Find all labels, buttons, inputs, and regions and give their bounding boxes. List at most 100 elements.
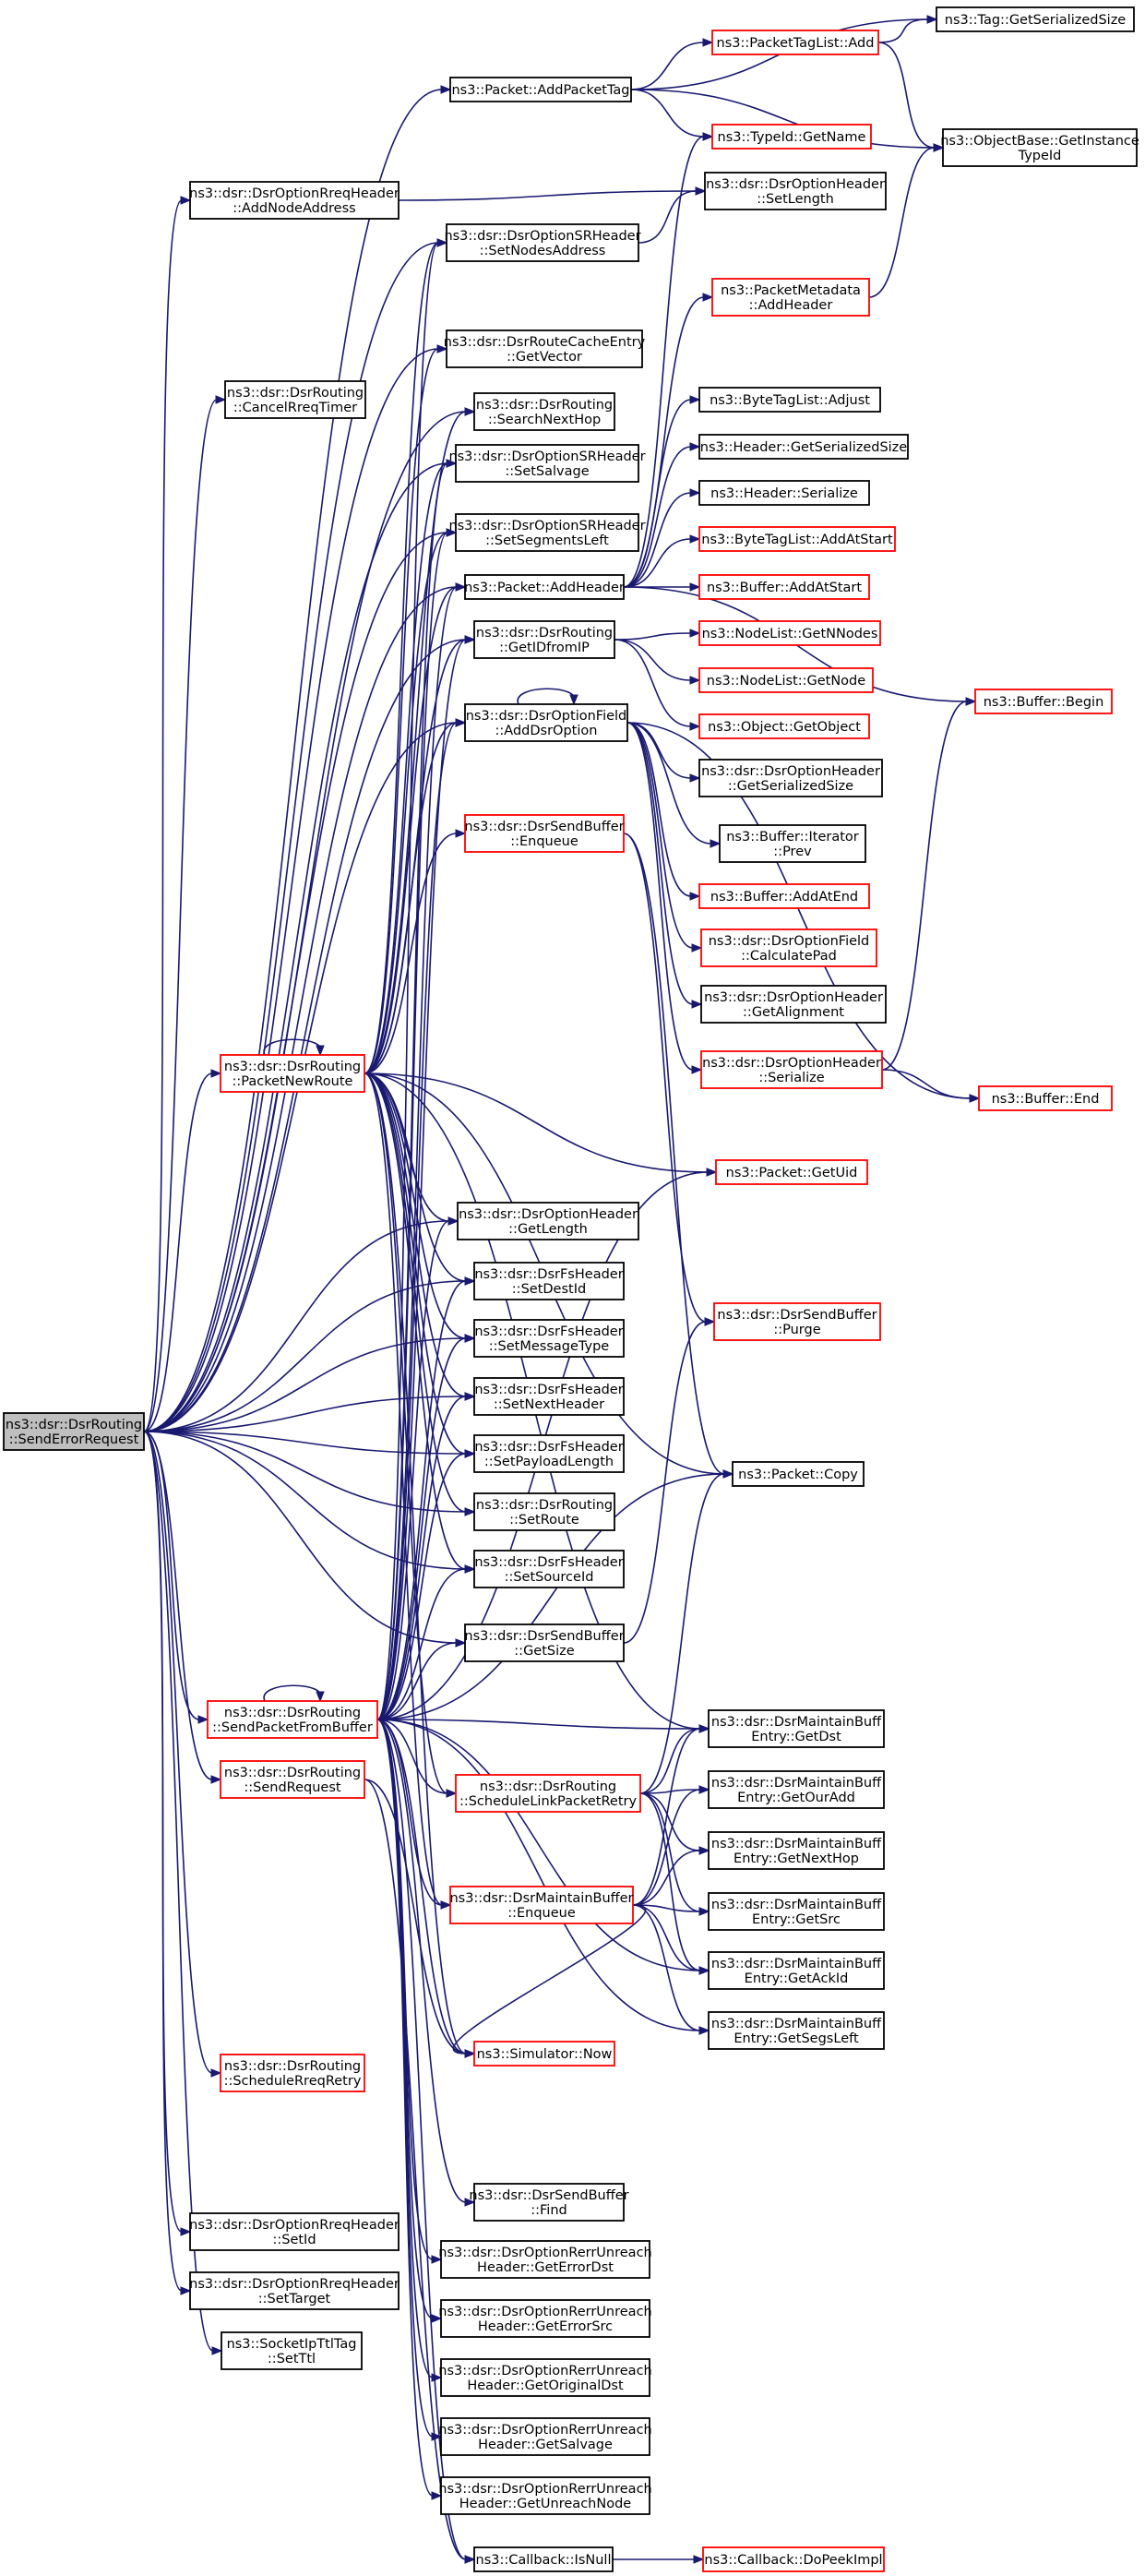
function-node-label: ns3::dsr::DsrMaintainBuff <box>711 1957 882 1971</box>
call-edge-sendPktFromBuf-to-srSetSegLeft <box>376 528 458 1720</box>
function-node-pmAddHeader[interactable]: ns3::PacketMetadata::AddHeader <box>711 278 870 317</box>
function-node-label: ns3::Buffer::AddAtEnd <box>710 890 858 905</box>
call-edge-line <box>630 42 705 90</box>
function-node-rerrErrSrc[interactable]: ns3::dsr::DsrOptionRerrUnreachHeader::Ge… <box>438 2299 652 2338</box>
function-node-fsSetDest[interactable]: ns3::dsr::DsrFsHeader::SetDestId <box>473 1262 625 1300</box>
function-node-label: ::SendErrorRequest <box>9 1432 139 1447</box>
function-node-tagGetSer[interactable]: ns3::Tag::GetSerializedSize <box>936 6 1135 32</box>
function-node-label: ::SetRoute <box>509 1513 579 1528</box>
function-node-mbGetSegs[interactable]: ns3::dsr::DsrMaintainBuffEntry::GetSegsL… <box>708 2011 885 2050</box>
function-node-fsSetSource[interactable]: ns3::dsr::DsrFsHeader::SetSourceId <box>473 1550 625 1588</box>
function-node-rerrSalvage[interactable]: ns3::dsr::DsrOptionRerrUnreachHeader::Ge… <box>438 2417 652 2456</box>
function-node-getIdFromIp[interactable]: ns3::dsr::DsrRouting::GetIDfromIP <box>473 620 615 659</box>
function-node-cancelRreq[interactable]: ns3::dsr::DsrRouting::CancelRreqTimer <box>224 380 366 419</box>
function-node-bufAddEnd[interactable]: ns3::Buffer::AddAtEnd <box>698 883 870 909</box>
function-node-sbGetSize[interactable]: ns3::dsr::DsrSendBuffer::GetSize <box>464 1623 625 1662</box>
function-node-box <box>708 1951 885 1990</box>
call-edge-arrowhead <box>436 238 448 247</box>
function-node-rreqSetTarget[interactable]: ns3::dsr::DsrOptionRreqHeader::SetTarget <box>189 2271 400 2310</box>
function-node-box <box>473 1550 625 1588</box>
function-node-sbEnqueue[interactable]: ns3::dsr::DsrSendBuffer::Enqueue <box>464 814 625 853</box>
function-node-bufAddStart[interactable]: ns3::Buffer::AddAtStart <box>698 574 870 600</box>
function-node-optGetLength[interactable]: ns3::dsr::DsrOptionHeader::GetLength <box>457 1202 639 1240</box>
function-node-bufItPrev[interactable]: ns3::Buffer::Iterator::Prev <box>719 824 866 863</box>
function-node-rerrErrDst[interactable]: ns3::dsr::DsrOptionRerrUnreachHeader::Ge… <box>438 2240 652 2279</box>
call-edge-line <box>364 1072 467 1570</box>
function-node-schedRreq[interactable]: ns3::dsr::DsrRouting::ScheduleRreqRetry <box>220 2054 365 2092</box>
function-node-hdrSerialize[interactable]: ns3::Header::Serialize <box>698 480 870 506</box>
function-node-sendPktFromBuf[interactable]: ns3::dsr::DsrRouting::SendPacketFromBuff… <box>207 1700 378 1739</box>
call-edge-arrowhead <box>431 2314 443 2323</box>
function-node-objGetObj[interactable]: ns3::Object::GetObject <box>698 713 870 739</box>
function-node-rreqAddNode[interactable]: ns3::dsr::DsrOptionRreqHeader::AddNodeAd… <box>189 181 400 220</box>
function-node-fsSetNext[interactable]: ns3::dsr::DsrFsHeader::SetNextHeader <box>473 1377 625 1416</box>
function-node-sbPurge[interactable]: ns3::dsr::DsrSendBuffer::Purge <box>713 1302 881 1341</box>
function-node-srSetSalvage[interactable]: ns3::dsr::DsrOptionSRHeader::SetSalvage <box>448 444 646 483</box>
function-node-label: ns3::dsr::DsrOptionHeader <box>459 1207 638 1222</box>
call-edge-line <box>364 348 439 1074</box>
function-node-addPacketTag[interactable]: ns3::Packet::AddPacketTag <box>449 77 632 102</box>
function-node-rceGetVector[interactable]: ns3::dsr::DsrRouteCacheEntry::GetVector <box>444 329 646 368</box>
function-node-box <box>455 513 639 552</box>
function-node-calcPad[interactable]: ns3::dsr::DsrOptionField::CalculatePad <box>700 929 877 967</box>
function-node-pktAddHeader[interactable]: ns3::Packet::AddHeader <box>464 574 625 600</box>
function-node-box <box>698 387 881 413</box>
call-edge-arrowhead <box>689 629 701 638</box>
call-edge-pmAddHeader-to-objBase <box>868 143 945 298</box>
function-node-mbGetNextHop[interactable]: ns3::dsr::DsrMaintainBuffEntry::GetNextH… <box>708 1831 885 1870</box>
function-node-typeIdName[interactable]: ns3::TypeId::GetName <box>711 124 872 150</box>
function-node-box <box>698 526 896 552</box>
function-node-optSetLength[interactable]: ns3::dsr::DsrOptionHeader::SetLength <box>704 172 887 210</box>
function-node-optGetSer[interactable]: ns3::dsr::DsrOptionHeader::GetSerialized… <box>698 759 883 797</box>
function-node-optSerialize[interactable]: ns3::dsr::DsrOptionHeader::Serialize <box>700 1050 883 1089</box>
call-edge-line <box>376 532 448 1720</box>
function-node-rerrOrigDst[interactable]: ns3::dsr::DsrOptionRerrUnreachHeader::Ge… <box>438 2358 652 2397</box>
function-node-nlGetNode[interactable]: ns3::NodeList::GetNode <box>698 667 874 693</box>
function-node-mbGetOurAdd[interactable]: ns3::dsr::DsrMaintainBuffEntry::GetOurAd… <box>708 1770 885 1809</box>
function-node-sbFind[interactable]: ns3::dsr::DsrSendBuffer::Find <box>469 2183 629 2222</box>
function-node-rreqSetId[interactable]: ns3::dsr::DsrOptionRreqHeader::SetId <box>189 2212 400 2251</box>
function-node-nlGetN[interactable]: ns3::NodeList::GetNNodes <box>698 620 881 646</box>
function-node-addDsrOpt[interactable]: ns3::dsr::DsrOptionField::AddDsrOption <box>464 703 628 742</box>
function-node-srSetNodes[interactable]: ns3::dsr::DsrOptionSRHeader::SetNodesAdd… <box>444 223 641 262</box>
function-node-packetNewRoute[interactable]: ns3::dsr::DsrRouting::PacketNewRoute <box>220 1054 365 1093</box>
function-node-cbPeek[interactable]: ns3::Callback::DoPeekImpl <box>702 2546 885 2572</box>
function-node-mbEnqueue[interactable]: ns3::dsr::DsrMaintainBuffer::Enqueue <box>449 1886 634 1924</box>
call-edge-line <box>143 1072 213 1432</box>
call-edge-sendPktFromBuf-to-fsSetSource <box>376 1564 476 1720</box>
call-edge-arrowhead <box>698 2026 710 2035</box>
function-node-label: ns3::dsr::DsrMaintainBuff <box>711 1898 882 1912</box>
function-node-simNow[interactable]: ns3::Simulator::Now <box>473 2041 615 2067</box>
function-node-optGetAlign[interactable]: ns3::dsr::DsrOptionHeader::GetAlignment <box>700 985 887 1024</box>
function-node-fsSetMsg[interactable]: ns3::dsr::DsrFsHeader::SetMessageType <box>473 1319 625 1358</box>
function-node-searchNextHop[interactable]: ns3::dsr::DsrRouting::SearchNextHop <box>473 392 615 431</box>
call-edge-arrowhead <box>689 722 701 731</box>
call-edge-line <box>877 18 929 43</box>
function-node-btlAddStart[interactable]: ns3::ByteTagList::AddAtStart <box>698 526 896 552</box>
function-node-bufEnd[interactable]: ns3::Buffer::End <box>978 1085 1113 1111</box>
function-node-btlAdjust[interactable]: ns3::ByteTagList::Adjust <box>698 387 881 413</box>
call-edge-arrowhead <box>446 459 458 468</box>
call-edge-line <box>376 1719 701 2031</box>
function-node-srSetSegLeft[interactable]: ns3::dsr::DsrOptionSRHeader::SetSegments… <box>448 513 646 552</box>
call-edge-arrowhead <box>436 344 448 353</box>
function-node-schedLink[interactable]: ns3::dsr::DsrRouting::ScheduleLinkPacket… <box>455 1774 641 1813</box>
function-node-setRoute[interactable]: ns3::dsr::DsrRouting::SetRoute <box>473 1492 615 1531</box>
function-node-cbIsNull[interactable]: ns3::Callback::IsNull <box>473 2546 614 2572</box>
call-edge-line <box>630 89 936 149</box>
call-edge-root-to-rreqSetTarget <box>143 1431 192 2295</box>
function-node-ptlAdd[interactable]: ns3::PacketTagList::Add <box>711 30 879 55</box>
function-node-fsSetPayload[interactable]: ns3::dsr::DsrFsHeader::SetPayloadLength <box>473 1434 625 1473</box>
function-node-pktCopy[interactable]: ns3::Packet::Copy <box>732 1461 865 1487</box>
function-node-pktGetUid[interactable]: ns3::Packet::GetUid <box>715 1159 868 1185</box>
function-node-hdrGetSer[interactable]: ns3::Header::GetSerializedSize <box>698 434 909 460</box>
function-node-bufBegin[interactable]: ns3::Buffer::Begin <box>974 689 1113 714</box>
function-node-sockSetTtl[interactable]: ns3::SocketIpTtlTag::SetTtl <box>221 2331 363 2370</box>
call-edge-line <box>376 1396 467 1720</box>
function-node-rerrUnreach[interactable]: ns3::dsr::DsrOptionRerrUnreachHeader::Ge… <box>438 2476 652 2515</box>
function-node-sendRequest[interactable]: ns3::dsr::DsrRouting::SendRequest <box>220 1760 365 1799</box>
